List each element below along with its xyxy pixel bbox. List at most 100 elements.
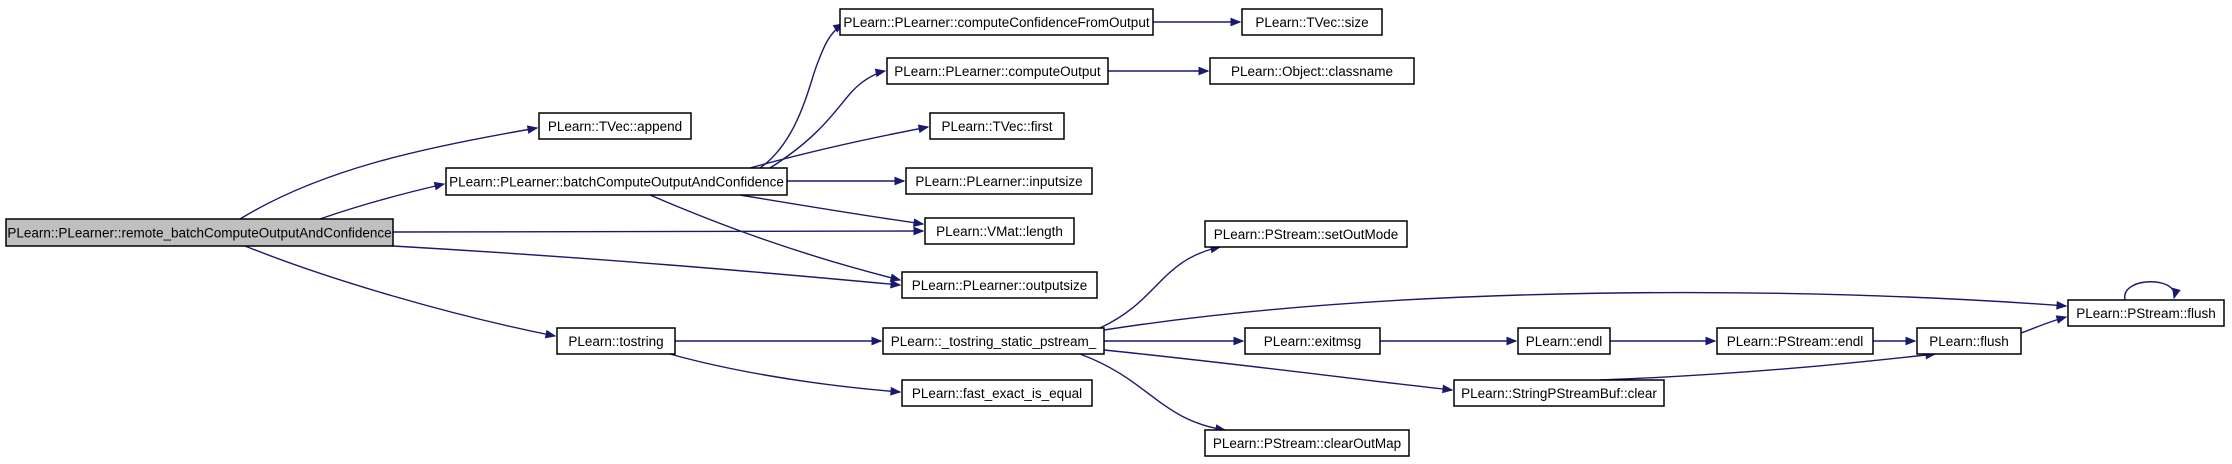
edge-line [392,230,924,233]
node-label: PLearn::PLearner::batchComputeOutputAndC… [449,175,784,190]
arrowhead-icon [912,218,925,227]
edge-exitmsg-to-endl [1380,336,1518,346]
arrowhead-icon [871,336,883,346]
node-outputsize[interactable]: PLearn::PLearner::outputsize [901,271,1098,299]
node-batch[interactable]: PLearn::PLearner::batchComputeOutputAndC… [445,167,788,196]
edge-line [392,245,901,286]
node-sbclear[interactable]: PLearn::StringPStreamBuf::clear [1453,379,1665,407]
node-box [538,112,692,140]
edge-tostring-to-static [675,336,883,346]
edge-line [319,183,445,220]
edge-batch-to-outputsize [649,194,902,282]
node-label: PLearn::tostring [568,334,663,349]
arrowhead-icon [1233,336,1245,346]
node-box [1204,220,1408,248]
edge-batch-to-ccfo [759,23,845,169]
node-label: PLearn::StringPStreamBuf::clear [1461,386,1657,401]
node-endl[interactable]: PLearn::endl [1517,327,1611,355]
node-box [1204,429,1410,457]
edges-layer [239,17,2181,433]
edge-batch-to-length [739,194,925,227]
node-label: PLearn::PLearner::outputsize [912,278,1088,293]
node-box [1209,57,1415,85]
node-box [901,379,1093,407]
node-label: PLearn::_tostring_static_pstream_ [891,334,1097,349]
node-box [1716,327,1874,355]
node-fast[interactable]: PLearn::fast_exact_is_equal [901,379,1093,407]
node-remote[interactable]: PLearn::PLearner::remote_batchComputeOut… [5,218,394,247]
node-box [1453,379,1665,407]
edge-flush-to-pflush [2020,315,2068,334]
node-label: PLearn::fast_exact_is_equal [912,386,1082,401]
node-static[interactable]: PLearn::_tostring_static_pstream_ [882,327,1105,355]
node-pflush[interactable]: PLearn::PStream::flush [2067,299,2225,327]
node-first[interactable]: PLearn::TVec::first [929,112,1065,140]
node-label: PLearn::PStream::setOutMode [1214,227,1399,242]
node-label: PLearn::PStream::flush [2076,306,2216,321]
node-box [1916,327,2022,355]
node-label: PLearn::endl [1526,334,1603,349]
node-label: PLearn::flush [1929,334,2009,349]
node-box [2067,299,2225,327]
edge-line [239,127,538,220]
arrowhead-icon [2172,287,2181,300]
arrowhead-icon [874,68,887,78]
node-label: PLearn::PLearner::remote_batchComputeOut… [7,226,391,241]
arrowhead-icon [2056,300,2068,310]
node-setoutmode[interactable]: PLearn::PStream::setOutMode [1204,220,1408,248]
arrowhead-icon [889,273,902,282]
node-box [929,112,1065,140]
node-label: PLearn::VMat::length [936,224,1063,239]
edge-line [669,353,901,393]
node-box [901,271,1098,299]
nodes-layer: PLearn::PLearner::remote_batchComputeOut… [5,8,2225,457]
edge-static-to-setoutmode [1099,244,1222,329]
edge-sbclear-to-flush [1599,350,1937,381]
edge-line [769,70,886,169]
node-length[interactable]: PLearn::VMat::length [924,217,1075,245]
node-inputsize[interactable]: PLearn::PLearner::inputsize [905,167,1093,195]
node-box [1244,327,1381,355]
arrowhead-icon [917,124,930,134]
edge-static-to-clearoutmap [1079,353,1227,433]
node-computeoutput[interactable]: PLearn::PLearner::computeOutput [886,57,1109,85]
arrowhead-icon [1705,336,1717,346]
node-exitmsg[interactable]: PLearn::exitmsg [1244,327,1381,355]
arrowhead-icon [1506,336,1518,346]
edge-remote-to-batch [319,181,446,220]
node-flush[interactable]: PLearn::flush [1916,327,2022,355]
edge-line [1103,349,1453,391]
edge-computeoutput-to-classname [1108,66,1210,76]
node-label: PLearn::PLearner::computeOutput [894,64,1101,79]
edge-line [244,245,556,337]
node-ccfo[interactable]: PLearn::PLearner::computeConfidenceFromO… [839,8,1154,36]
node-append[interactable]: PLearn::TVec::append [538,112,692,140]
node-tostring[interactable]: PLearn::tostring [556,327,676,355]
node-box [839,8,1154,36]
node-box [924,217,1075,245]
edge-remote-to-tostring [244,245,557,339]
node-box [1241,8,1383,36]
edge-line [1103,291,2067,331]
arrowhead-icon [2055,315,2068,324]
edge-pendl-to-flush [1873,336,1917,346]
edge-line [759,23,844,169]
edge-line [2124,281,2175,301]
edge-static-to-sbclear [1103,349,1454,394]
edge-pflush-to-pflush [2124,281,2181,301]
edge-line [1099,246,1221,329]
node-label: PLearn::TVec::first [941,119,1052,134]
node-pendl[interactable]: PLearn::PStream::endl [1716,327,1874,355]
node-box [882,327,1105,355]
node-label: PLearn::exitmsg [1264,334,1362,349]
edge-ccfo-to-size [1153,17,1242,27]
node-box [886,57,1109,85]
node-clearoutmap[interactable]: PLearn::PStream::clearOutMap [1204,429,1410,457]
arrowhead-icon [913,226,925,236]
node-label: PLearn::PStream::clearOutMap [1213,436,1401,451]
node-classname[interactable]: PLearn::Object::classname [1209,57,1415,85]
node-label: PLearn::TVec::size [1255,15,1368,30]
node-size[interactable]: PLearn::TVec::size [1241,8,1383,36]
node-label: PLearn::TVec::append [548,119,682,134]
